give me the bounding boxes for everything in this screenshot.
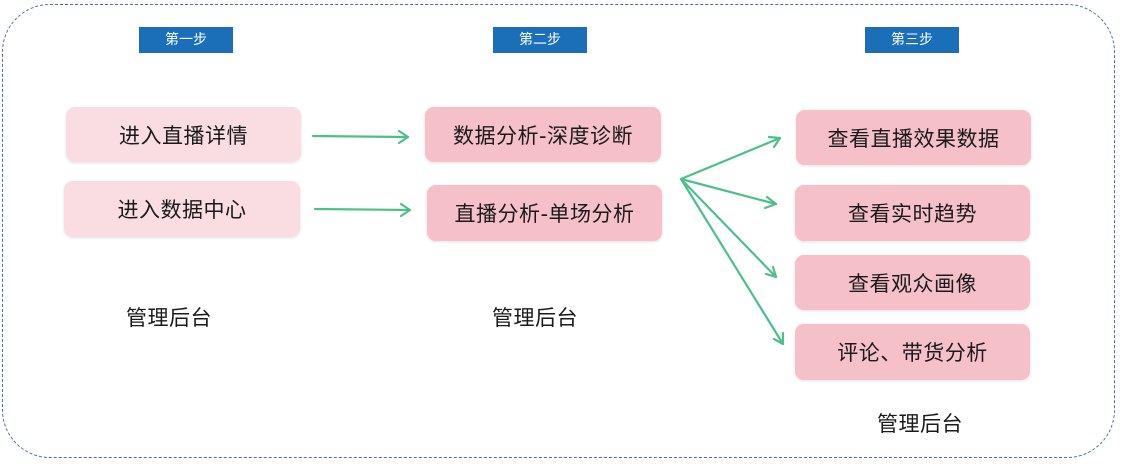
enter-data-center-box: 进入数据中心 bbox=[64, 181, 300, 237]
data-analysis-diagnosis-box: 数据分析-深度诊断 bbox=[425, 107, 661, 162]
live-analysis-single-box: 直播分析-单场分析 bbox=[427, 185, 662, 241]
step1-label: 第一步 bbox=[139, 27, 233, 53]
enter-live-details-box: 进入直播详情 bbox=[66, 107, 301, 162]
audience-profile-box: 查看观众画像 bbox=[795, 255, 1030, 310]
column2-caption: 管理后台 bbox=[492, 306, 578, 330]
dashed-frame bbox=[2, 4, 1115, 458]
live-effect-data-box: 查看直播效果数据 bbox=[796, 110, 1031, 165]
step2-label: 第二步 bbox=[493, 27, 587, 53]
comment-sales-analysis-box: 评论、带货分析 bbox=[795, 324, 1030, 380]
column1-caption: 管理后台 bbox=[126, 306, 212, 330]
column3-caption: 管理后台 bbox=[877, 412, 963, 436]
realtime-trend-box: 查看实时趋势 bbox=[795, 185, 1030, 241]
step3-label: 第三步 bbox=[865, 27, 959, 53]
